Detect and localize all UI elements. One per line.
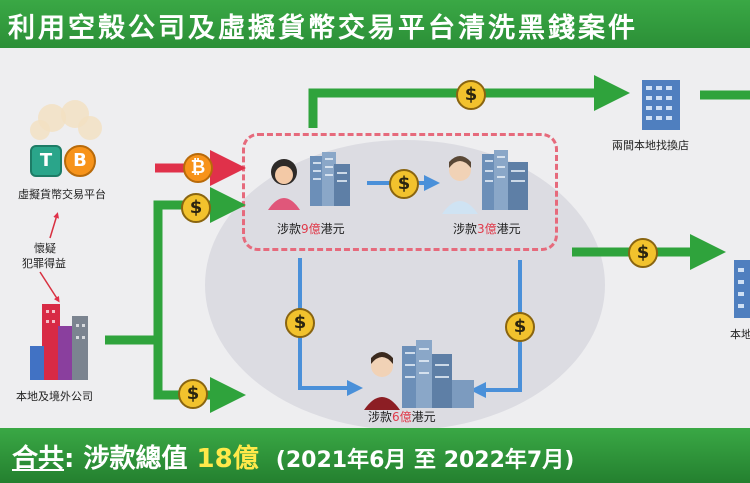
partial-building-icon bbox=[734, 260, 750, 318]
tether-icon: T bbox=[30, 145, 62, 177]
total-amount: 18億 bbox=[196, 444, 259, 474]
partial-right-label: 本地 bbox=[730, 328, 750, 341]
exchange-shop-building-icon bbox=[642, 80, 680, 130]
page-title: 利用空殼公司及虛擬貨幣交易平台清洗黑錢案件 bbox=[0, 0, 750, 48]
person-3-amount: 涉款6億港元 bbox=[368, 410, 436, 424]
bitcoin-coin-icon: ₿ bbox=[183, 153, 213, 183]
suspicion-label-1: 懷疑 bbox=[34, 242, 56, 255]
bitcoin-icon: B bbox=[64, 145, 96, 177]
dollar-coin-icon: $ bbox=[178, 379, 208, 409]
total-label: 合共 bbox=[12, 444, 65, 474]
male-person-icon bbox=[364, 340, 474, 410]
person-1-amount: 涉款9億港元 bbox=[277, 222, 345, 236]
suspicion-arrow-down bbox=[39, 271, 60, 303]
total-summary-bar: 合共: 涉款總值 18億 (2021年6月 至 2022年7月) bbox=[0, 428, 750, 483]
local-companies-label: 本地及境外公司 bbox=[16, 390, 93, 403]
dollar-coin-icon: $ bbox=[285, 308, 315, 338]
suspicion-label-2: 犯罪得益 bbox=[22, 257, 66, 270]
suspicion-arrow-up bbox=[49, 212, 59, 239]
male-person-icon bbox=[442, 150, 528, 214]
dollar-coin-icon: $ bbox=[456, 80, 486, 110]
person-2-amount: 涉款3億港元 bbox=[453, 222, 521, 236]
period-text: (2021年6月 至 2022年7月) bbox=[275, 448, 575, 473]
crypto-platform-label: 虛擬貨幣交易平台 bbox=[18, 188, 106, 201]
total-text: : 涉款總值 bbox=[64, 444, 188, 474]
dollar-coin-icon: $ bbox=[181, 193, 211, 223]
female-person-icon bbox=[268, 152, 350, 210]
exchange-shops-label: 兩間本地找換店 bbox=[612, 139, 689, 152]
dollar-coin-icon: $ bbox=[389, 169, 419, 199]
crypto-coins-icon bbox=[30, 100, 102, 140]
dollar-coin-icon: $ bbox=[505, 312, 535, 342]
dollar-coin-icon: $ bbox=[628, 238, 658, 268]
company-buildings-icon bbox=[30, 304, 88, 380]
